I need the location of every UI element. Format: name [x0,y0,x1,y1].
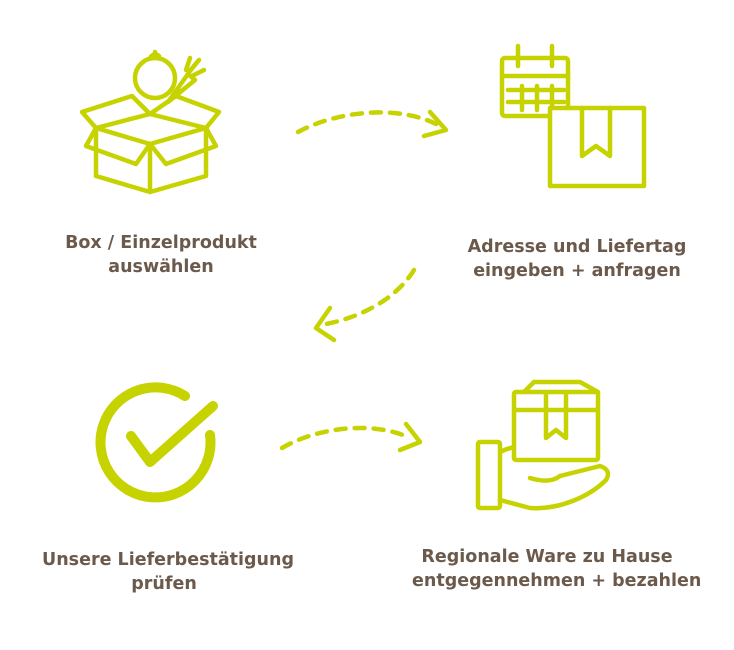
step-3-caption-line: prüfen [131,574,197,594]
step-4-caption: Regionale Ware zu Hause entgegennehmen +… [412,545,702,593]
hand-holding-package-icon [475,379,611,511]
dashed-arrow-down-left-icon [313,267,417,343]
step-4-caption-line: entgegennehmen + bezahlen [412,571,702,591]
step-1-caption-line: Box / Einzelprodukt [65,233,257,253]
step-1-caption: Box / Einzelprodukt auswählen [60,231,262,279]
dashed-arrow-right-icon [295,109,449,139]
step-4-caption-line: Regionale Ware zu Hause [421,547,673,567]
step-2-caption-line: eingeben + anfragen [473,261,681,281]
step-2-caption-line: Adresse und Liefertag [467,237,687,257]
box-with-produce-icon [79,49,222,195]
step-3-caption: Unsere Lieferbestätigung prüfen [42,548,294,596]
check-circle-icon [95,382,218,503]
step-1-caption-line: auswählen [108,257,214,277]
calendar-and-package-icon [499,43,647,189]
step-3-caption-line: Unsere Lieferbestätigung [42,550,294,570]
dashed-arrow-right-icon [279,421,423,453]
step-2-caption: Adresse und Liefertag eingeben + anfrage… [462,235,692,283]
